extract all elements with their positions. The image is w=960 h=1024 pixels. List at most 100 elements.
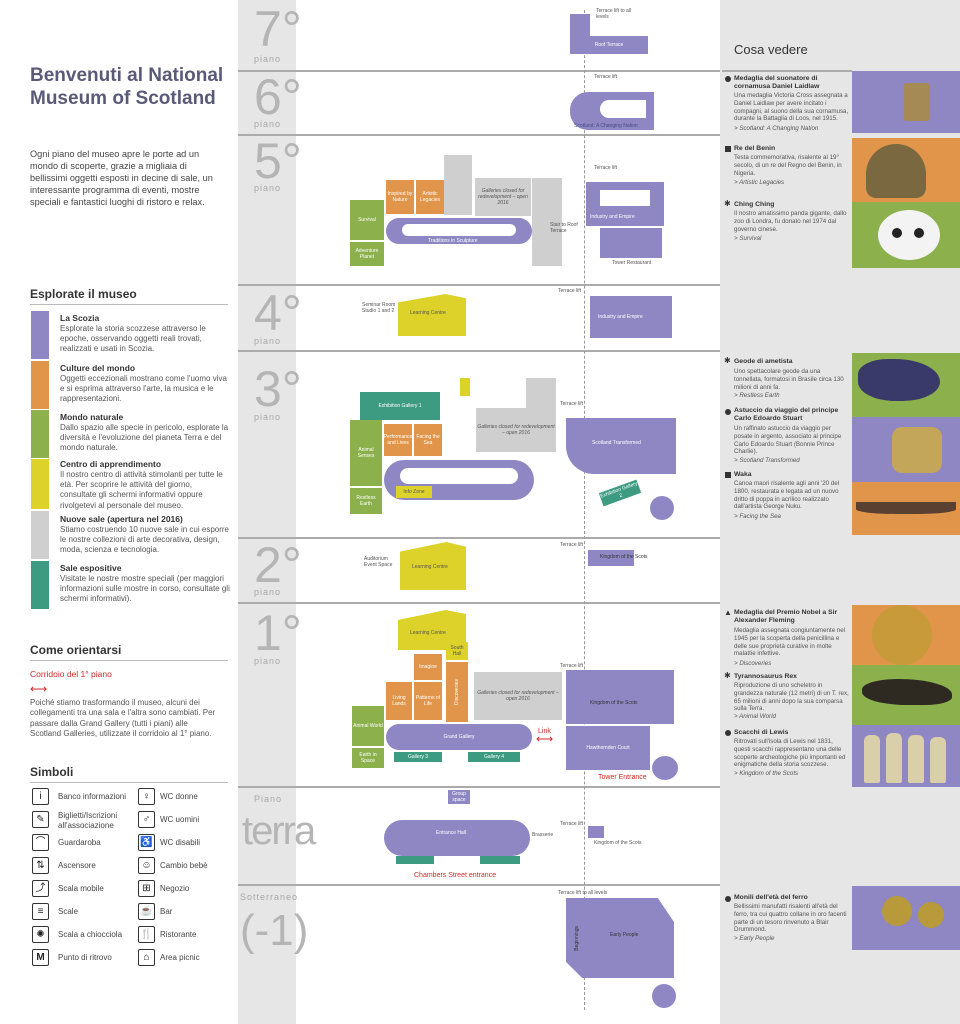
tower-entrance-label[interactable]: Tower Entrance (598, 774, 647, 781)
restless-earth[interactable]: Restless Earth (350, 488, 382, 514)
gallery-label: Beginnings (574, 926, 580, 951)
grand-gallery[interactable]: Grand Gallery (386, 724, 532, 750)
travel-case-icon (892, 427, 942, 473)
picnic-icon: ⌂ (138, 949, 155, 966)
industry-and-empire-4[interactable] (590, 296, 672, 338)
divider (30, 782, 228, 783)
floor-label: piano (254, 54, 282, 64)
floor-label: piano (254, 412, 282, 422)
floor-column (238, 0, 296, 1024)
floor-divider (238, 602, 720, 604)
learning-centre-2[interactable] (400, 542, 466, 590)
chambers-entrance-label[interactable]: Chambers Street entrance (414, 872, 497, 879)
legend-title: Sale espositive (60, 563, 122, 573)
gallery-label: Kingdom of the Scots (600, 554, 648, 560)
earth-in-space[interactable]: Earth in Space (352, 748, 384, 768)
learning-centre-4[interactable] (398, 294, 466, 336)
living-lands[interactable]: Living Lands (386, 682, 412, 720)
survival[interactable]: Survival (350, 200, 384, 240)
floor-label: piano (254, 587, 282, 597)
floor-number-2: 2° (254, 537, 302, 593)
roof-terrace-block (570, 14, 590, 38)
photo-lewis-chessmen (852, 725, 960, 787)
entrance-strip (480, 856, 520, 864)
courtyard (400, 468, 518, 484)
floor-number-6: 6° (254, 69, 302, 125)
group-space[interactable]: Group space (448, 790, 470, 804)
tower-restaurant-block (600, 228, 662, 258)
orient-heading: Come orientarsi (30, 643, 122, 657)
entrance-hall[interactable] (384, 820, 530, 856)
gallery-label: Kingdom of the Scots (594, 840, 642, 846)
canoe-icon (856, 502, 956, 514)
legend-swatch-new (31, 511, 49, 559)
imagine[interactable]: Imagine (414, 654, 442, 680)
symbol-label: Scala a chiocciola (58, 930, 123, 939)
symbol-label: Banco informazioni (58, 792, 127, 801)
highlight-link[interactable]: > Restless Earth (734, 392, 780, 399)
highlight-link[interactable]: > Scotland Transformed (734, 457, 800, 464)
gallery-3[interactable]: Gallery 3 (394, 752, 442, 762)
floor-label: piano (254, 336, 282, 346)
kingdom-of-the-scots-2[interactable] (588, 550, 634, 566)
legend-title: Centro di apprendimento (60, 459, 162, 469)
adventure-planet[interactable]: Adventure Planet (350, 242, 384, 266)
terrace-lift-label: Terrace lift to all levels (558, 890, 608, 896)
scotland-transformed[interactable] (566, 418, 676, 474)
highlight-link[interactable]: > Survival (734, 235, 762, 242)
corridor-label: Corridoio del 1° piano (30, 669, 112, 679)
highlight-link[interactable]: > Artistic Legacies (734, 179, 785, 186)
roof-terrace[interactable]: Roof Terrace (570, 36, 648, 54)
cloakroom-icon: ⌒ (32, 834, 49, 851)
panda-eye (914, 228, 924, 238)
stair-label: Stair to Roof Terrace (550, 222, 578, 234)
early-people[interactable] (566, 898, 674, 978)
highlight-link[interactable]: > Kingdom of the Scots (734, 770, 799, 777)
highlight-link[interactable]: > Early People (734, 935, 775, 942)
entrance-strip (396, 856, 434, 864)
kingdom-block (588, 826, 604, 838)
south-hall[interactable]: South Hall (446, 642, 468, 660)
restaurant-icon: 🍴 (138, 926, 155, 943)
highlight-link[interactable]: > Scotland: A Changing Nation (734, 125, 819, 132)
legend-swatch-nature (31, 410, 49, 458)
hawthornden-court[interactable]: Hawthornden Court (566, 726, 650, 770)
artistic-legacies[interactable]: Artistic Legacies (416, 180, 444, 214)
chess-piece-icon (864, 735, 880, 783)
performance-and-lives[interactable]: Performance and Lives (384, 424, 412, 456)
meeting-point-icon: M (32, 949, 49, 966)
chess-piece-icon (886, 733, 902, 783)
star-bullet-icon: ✱ (724, 199, 731, 208)
symbols-heading: Simboli (30, 765, 74, 779)
info-zone[interactable]: Info Zone (396, 486, 432, 498)
highlight-text: Ritrovati sull'isola di Lewis nel 1831, … (734, 738, 846, 769)
animal-senses[interactable]: Animal Senses (350, 420, 382, 486)
inspired-by-nature[interactable]: Inspired by Nature (386, 180, 414, 214)
floor-number-7: 7° (254, 1, 302, 57)
highlight-link[interactable]: > Animal World (734, 713, 776, 720)
floor-number-ground: terra (242, 809, 316, 853)
cafe-icon: ☕ (138, 903, 155, 920)
symbol-label: Area picnic (160, 953, 200, 962)
kingdom-of-the-scots[interactable] (566, 670, 674, 724)
highlight-link[interactable]: > Discoveries (734, 660, 772, 667)
patterns-of-life[interactable]: Patterns of Life (414, 682, 442, 720)
floor-divider (238, 350, 720, 352)
highlight-title: Monili dell'età del ferro (734, 894, 808, 901)
floor-label: Sotterraneo (240, 892, 299, 902)
facing-the-sea[interactable]: Facing the Sea (414, 424, 442, 456)
highlight-link[interactable]: > Facing the Sea (734, 513, 781, 520)
photo-iron-age-jewellery (852, 886, 960, 950)
legend-title: La Scozia (60, 313, 100, 323)
exhibition-gallery-1[interactable]: Exhibition Gallery 1 (360, 392, 440, 420)
gallery-label: Early People (610, 932, 639, 938)
brasserie-label: Brasserie (532, 832, 554, 838)
legend-swatch-scotland (31, 311, 49, 359)
divider (30, 304, 228, 305)
floor-divider (238, 70, 720, 72)
floor-divider (238, 884, 720, 886)
gallery-4[interactable]: Gallery 4 (468, 752, 520, 762)
animal-world[interactable]: Animal World (352, 706, 384, 746)
discoveries[interactable]: Discoveries (446, 662, 468, 722)
highlight-text: Medaglia assegnata congiuntamente nel 19… (734, 627, 846, 658)
